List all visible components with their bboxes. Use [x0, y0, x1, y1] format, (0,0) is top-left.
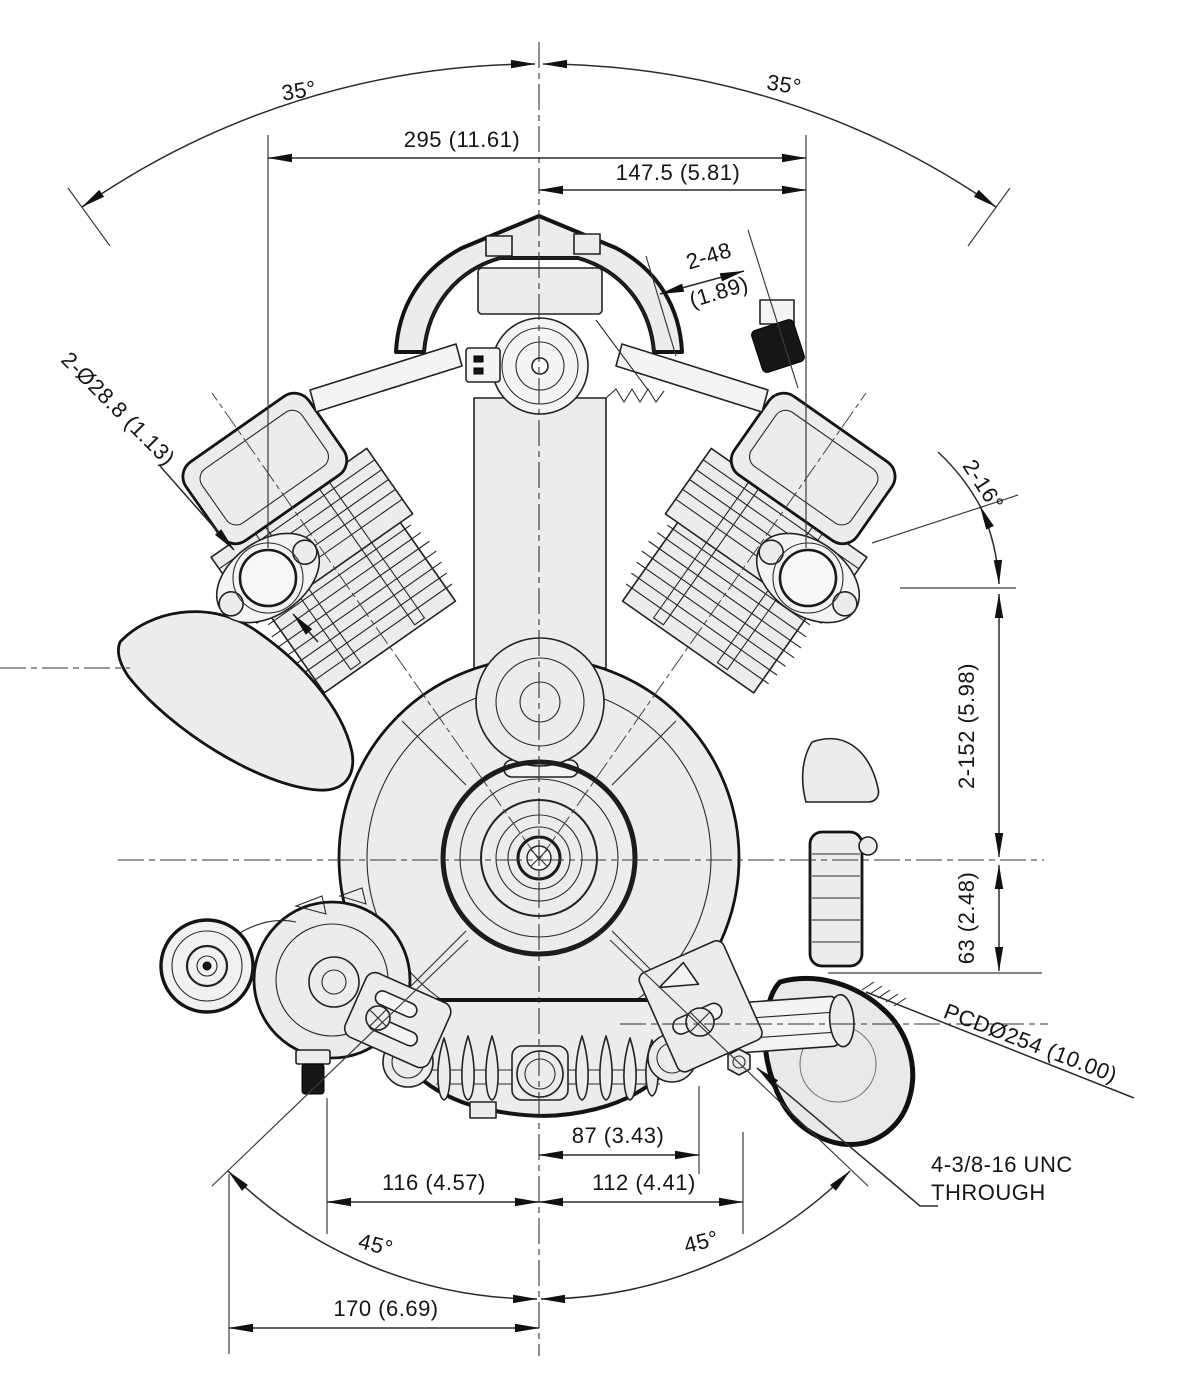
leader-pcd — [865, 991, 1135, 1099]
label-exhaust-ports: 2-Ø28.8 (1.13) — [56, 347, 180, 471]
centerlines — [0, 42, 1048, 1356]
label-left-bank-angle: 35° — [280, 76, 318, 106]
right-exhaust-flange — [755, 532, 861, 624]
leader-thread-note — [756, 1067, 938, 1207]
oil-cooler-block — [808, 830, 878, 968]
label-right-width: 147.5 (5.81) — [616, 160, 741, 185]
label-right-mount-angle: 45° — [681, 1225, 721, 1258]
leader-exhaust-port — [159, 465, 235, 551]
carburetor-assembly — [465, 267, 805, 415]
label-mount-right: 112 (4.41) — [592, 1170, 696, 1195]
label-far-left: 170 (6.69) — [333, 1296, 438, 1321]
right-mount-plate — [638, 940, 763, 1076]
left-intake-runner — [309, 343, 463, 413]
label-thread-note-1: 4-3/8-16 UNC — [931, 1152, 1073, 1177]
right-bank-axis — [538, 392, 867, 861]
idler-pulley — [159, 918, 297, 1014]
label-mount-left: 116 (4.57) — [382, 1170, 486, 1195]
label-intake-ports-mm: 2-48 — [683, 237, 734, 274]
engine-front-view-illustration — [117, 214, 916, 1147]
dim-head-angle-arc — [979, 505, 1003, 585]
air-cleaner-cover — [394, 214, 684, 354]
right-housing-wedge — [801, 737, 880, 803]
label-left-mount-angle: 45° — [356, 1228, 396, 1261]
label-height-upper: 2-152 (5.98) — [954, 663, 979, 789]
label-pcd: PCDØ254 (10.00) — [941, 998, 1121, 1087]
sump-cooling-fins — [437, 1035, 659, 1101]
starter-motor — [252, 887, 452, 1095]
dim-right-bank-angle-arc — [542, 59, 997, 208]
label-thread-note-2: THROUGH — [931, 1180, 1046, 1205]
dim-left-bank-angle-arc — [81, 59, 536, 208]
label-head-face-angle: 2-16° — [958, 455, 1009, 515]
label-height-lower: 63 (2.48) — [954, 872, 979, 965]
dimension-lines — [81, 59, 1135, 1333]
dim-intake-port-line — [659, 270, 745, 295]
label-overall-width: 295 (11.61) — [404, 127, 520, 152]
left-bank-axis — [211, 392, 540, 861]
label-mount-center: 87 (3.43) — [572, 1123, 665, 1148]
right-cylinder-bank — [621, 391, 897, 694]
dim-left-45-arc — [227, 1170, 538, 1304]
label-right-bank-angle: 35° — [765, 70, 803, 100]
dim-right-45-arc — [540, 1170, 851, 1304]
left-exhaust-flange — [215, 532, 321, 624]
center-crankcase-column — [473, 397, 607, 669]
right-intake-runner — [615, 343, 769, 413]
